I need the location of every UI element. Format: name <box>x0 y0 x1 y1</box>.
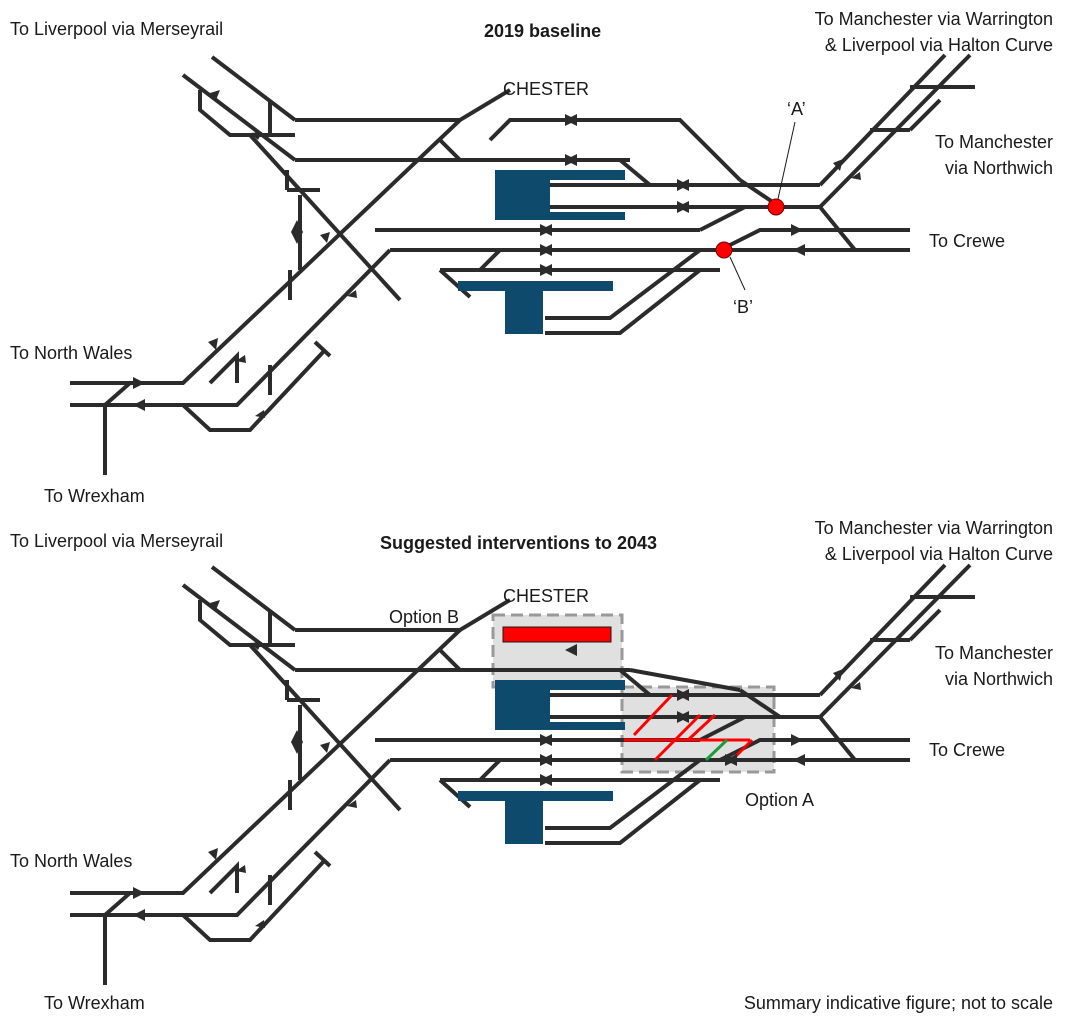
label-north-wales: To North Wales <box>10 343 132 363</box>
conflict-point-a <box>767 198 785 216</box>
marker-a-leader <box>777 121 796 200</box>
option-b-box <box>491 613 624 689</box>
label-manchester-warrington: To Manchester via Warrington <box>815 9 1053 29</box>
label-via-northwich-2: via Northwich <box>945 669 1053 689</box>
label-wrexham: To Wrexham <box>44 486 145 506</box>
marker-b-leader <box>729 256 746 291</box>
station-name-chester-2: CHESTER <box>503 586 589 606</box>
option-a-label: Option A <box>745 790 814 810</box>
label-crewe: To Crewe <box>929 231 1005 251</box>
baseline-track-layout <box>70 53 975 475</box>
new-platform-option-b <box>502 626 612 643</box>
footnote-not-to-scale: Summary indicative figure; not to scale <box>744 993 1053 1013</box>
label-liverpool-merseyrail-2: To Liverpool via Merseyrail <box>10 531 223 551</box>
label-via-northwich: via Northwich <box>945 158 1053 178</box>
interventions-track-layout <box>70 563 975 985</box>
marker-b-label: ‘B’ <box>733 297 753 317</box>
marker-a-label: ‘A’ <box>787 99 806 119</box>
label-manchester-northwich: To Manchester <box>935 132 1053 152</box>
baseline-panel: To Liverpool via Merseyrail 2019 baselin… <box>10 9 1053 506</box>
baseline-direction-arrows <box>133 90 861 418</box>
label-liverpool-halton-2: & Liverpool via Halton Curve <box>825 544 1053 564</box>
interventions-direction-arrows <box>133 600 861 928</box>
baseline-platforms <box>458 170 625 334</box>
label-north-wales-2: To North Wales <box>10 851 132 871</box>
conflict-point-b <box>715 241 733 259</box>
label-liverpool-halton: & Liverpool via Halton Curve <box>825 35 1053 55</box>
label-manchester-northwich-2: To Manchester <box>935 643 1053 663</box>
label-liverpool-merseyrail: To Liverpool via Merseyrail <box>10 19 223 39</box>
option-b-label: Option B <box>389 607 459 627</box>
panel-title-baseline: 2019 baseline <box>484 21 601 41</box>
label-wrexham-2: To Wrexham <box>44 993 145 1013</box>
panel-title-interventions: Suggested interventions to 2043 <box>380 533 657 553</box>
label-manchester-warrington-2: To Manchester via Warrington <box>815 518 1053 538</box>
interventions-platforms <box>458 680 625 844</box>
new-crossovers-option-a <box>624 693 754 762</box>
interventions-panel: To Liverpool via Merseyrail Suggested in… <box>10 518 1053 1013</box>
station-name-chester: CHESTER <box>503 79 589 99</box>
label-crewe-2: To Crewe <box>929 740 1005 760</box>
